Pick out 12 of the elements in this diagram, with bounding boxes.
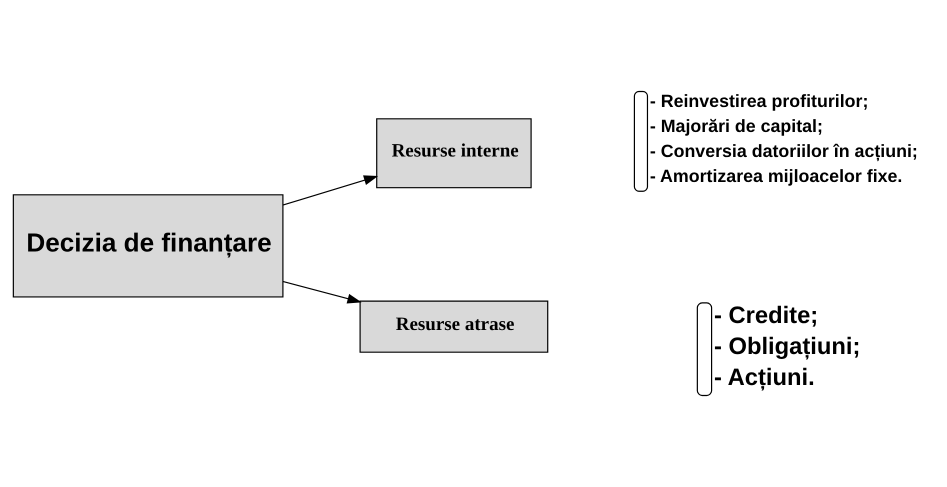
node-label: - Conversia datoriilor în acțiuni;	[650, 140, 918, 161]
node-label: - Majorări de capital;	[650, 116, 823, 136]
node-box: Decizia de finanțare	[12, 194, 284, 298]
arrow	[283, 175, 378, 206]
arrow	[283, 280, 362, 304]
node-box: Resurse atrase	[360, 300, 548, 353]
node-label: - Reinvestirea profiturilor;	[650, 90, 868, 111]
node-label: - Credite;	[714, 302, 818, 330]
node-label: - Obligațiuni;	[714, 332, 860, 360]
node-box: Resurse interne	[376, 118, 532, 188]
node-label: - Amortizarea mijloacelor fixe.	[650, 166, 902, 186]
node-label: - Acțiuni.	[714, 364, 815, 391]
